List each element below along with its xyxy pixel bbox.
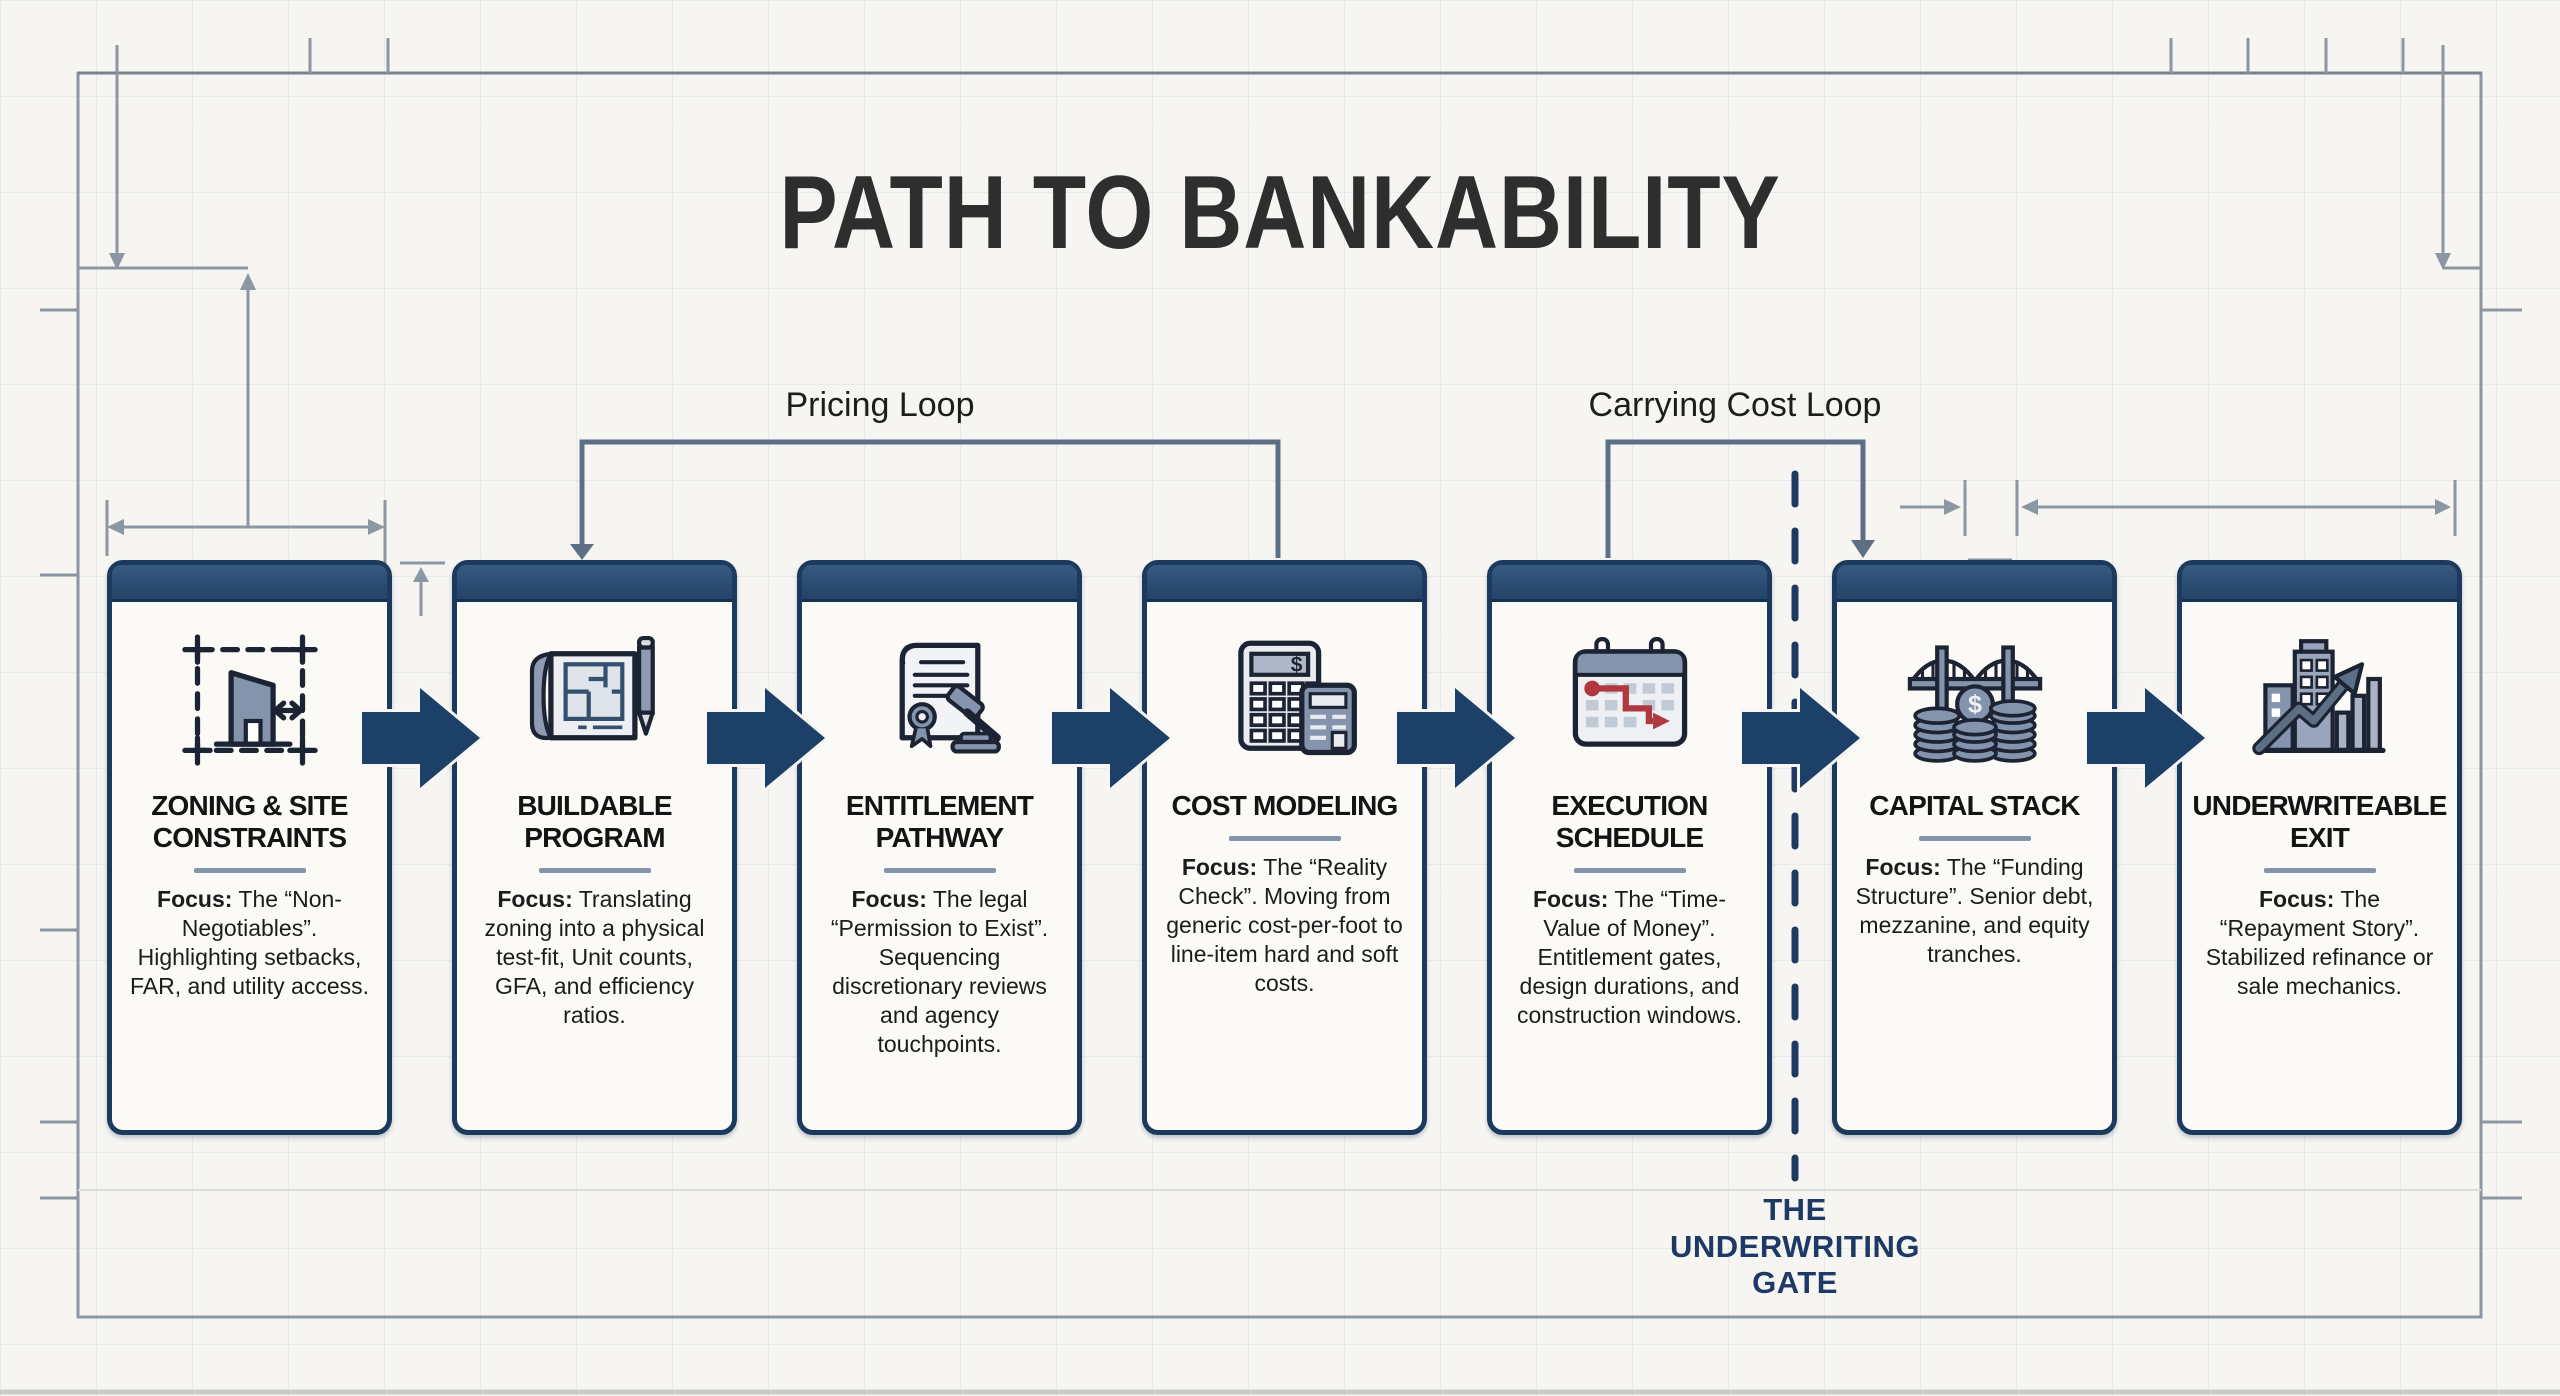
card-title: ENTITLEMENT PATHWAY: [845, 790, 1034, 853]
card-focus-text: Focus: The “Reality Check”. Moving from …: [1147, 853, 1422, 998]
card-header-bar: [2182, 565, 2457, 602]
stage-card-buildable-program: BUILDABLE PROGRAM Focus: Translating zon…: [452, 560, 737, 1135]
card-divider: [1918, 835, 2031, 841]
flow-arrow-icon: [705, 681, 829, 795]
focus-label: Focus:: [1533, 885, 1609, 912]
focus-body: Translating zoning into a physical test-…: [484, 885, 705, 1028]
pricing-loop-label: Pricing Loop: [785, 386, 975, 424]
card-divider: [883, 867, 996, 873]
card-title: EXECUTION SCHEDULE: [1551, 790, 1708, 853]
underwriting-gate-label: THE UNDERWRITING GATE: [1670, 1192, 1920, 1301]
card-header-bar: [457, 565, 732, 602]
growth-buildings-icon: [2182, 612, 2457, 788]
focus-label: Focus:: [1865, 853, 1941, 880]
flow-arrow-icon: [360, 681, 484, 795]
card-header-bar: [1837, 565, 2112, 602]
svg-text:$: $: [1290, 654, 1302, 677]
flow-arrow-icon: [2085, 681, 2209, 795]
stage-card-cost-modeling: $ COST MODELING Focus: The “Reality Chec…: [1142, 560, 1427, 1135]
focus-body: The “Time-Value of Money”. Entitlement g…: [1517, 885, 1742, 1028]
card-divider: [1573, 867, 1686, 873]
pricing-loop-arrowhead: [570, 544, 594, 560]
flow-arrow-icon: [1395, 681, 1519, 795]
zoning-site-icon: [112, 612, 387, 788]
card-focus-text: Focus: The legal “Permission to Exist”. …: [802, 885, 1077, 1059]
card-header-bar: [112, 565, 387, 602]
focus-label: Focus:: [851, 885, 927, 912]
flow-arrow-icon: [1050, 681, 1174, 795]
stage-card-capital-stack: $ CAPITAL STACK Focus: The “Funding Stru…: [1832, 560, 2117, 1135]
focus-body: The “Non-Negotiables”. Highlighting setb…: [129, 885, 370, 999]
focus-body: The “Funding Structure”. Senior debt, me…: [1855, 853, 2094, 967]
card-focus-text: Focus: The “Time-Value of Money”. Entitl…: [1492, 885, 1767, 1030]
carrying-loop-arrowhead: [1851, 540, 1875, 558]
card-focus-text: Focus: Translating zoning into a physica…: [457, 885, 732, 1030]
carrying-loop-line: [1605, 439, 1866, 558]
focus-label: Focus:: [2258, 885, 2335, 912]
card-title: COST MODELING: [1171, 790, 1398, 821]
stage-card-underwriteable-exit: UNDERWRITEABLE EXIT Focus: The “Repaymen…: [2177, 560, 2462, 1135]
card-focus-text: Focus: The “Funding Structure”. Senior d…: [1837, 853, 2112, 969]
stage-card-execution-schedule: EXECUTION SCHEDULE Focus: The “Time-Valu…: [1487, 560, 1772, 1135]
card-focus-text: Focus: The “Repayment Story”. Stabilized…: [2182, 885, 2457, 1001]
card-divider: [538, 867, 651, 873]
card-divider: [1228, 835, 1341, 841]
bridge-coins-icon: $: [1837, 612, 2112, 788]
card-focus-text: Focus: The “Non-Negotiables”. Highlighti…: [112, 885, 387, 1001]
svg-text:$: $: [1967, 691, 1981, 719]
card-divider: [193, 867, 306, 873]
focus-body: The “Repayment Story”. Stabilized refina…: [2205, 885, 2434, 999]
stage-card-zoning: ZONING & SITE CONSTRAINTS Focus: The “No…: [107, 560, 392, 1135]
card-header-bar: [802, 565, 1077, 602]
card-header-bar: [1492, 565, 1767, 602]
page-title: PATH TO BANKABILITY: [779, 154, 1781, 271]
card-title: BUILDABLE PROGRAM: [517, 790, 672, 853]
carrying-cost-loop-label: Carrying Cost Loop: [1588, 386, 1882, 424]
flow-arrow-icon: [1740, 681, 1864, 795]
card-title: UNDERWRITEABLE EXIT: [2192, 790, 2447, 853]
focus-label: Focus:: [497, 885, 573, 912]
focus-label: Focus:: [1181, 853, 1258, 880]
card-title: ZONING & SITE CONSTRAINTS: [151, 790, 348, 853]
pricing-loop-line: [579, 439, 1281, 558]
focus-label: Focus:: [157, 885, 233, 912]
blueprint-pencil-icon: [457, 612, 732, 788]
card-title: CAPITAL STACK: [1869, 790, 2080, 821]
card-header-bar: [1147, 565, 1422, 602]
document-gavel-icon: [802, 612, 1077, 788]
focus-body: The legal “Permission to Exist”. Sequenc…: [830, 885, 1049, 1057]
calculator-icon: $: [1147, 612, 1422, 788]
focus-body: The “Reality Check”. Moving from generic…: [1166, 853, 1403, 996]
calendar-route-icon: [1492, 612, 1767, 788]
card-divider: [2263, 867, 2376, 873]
stage-card-entitlement: ENTITLEMENT PATHWAY Focus: The legal “Pe…: [797, 560, 1082, 1135]
